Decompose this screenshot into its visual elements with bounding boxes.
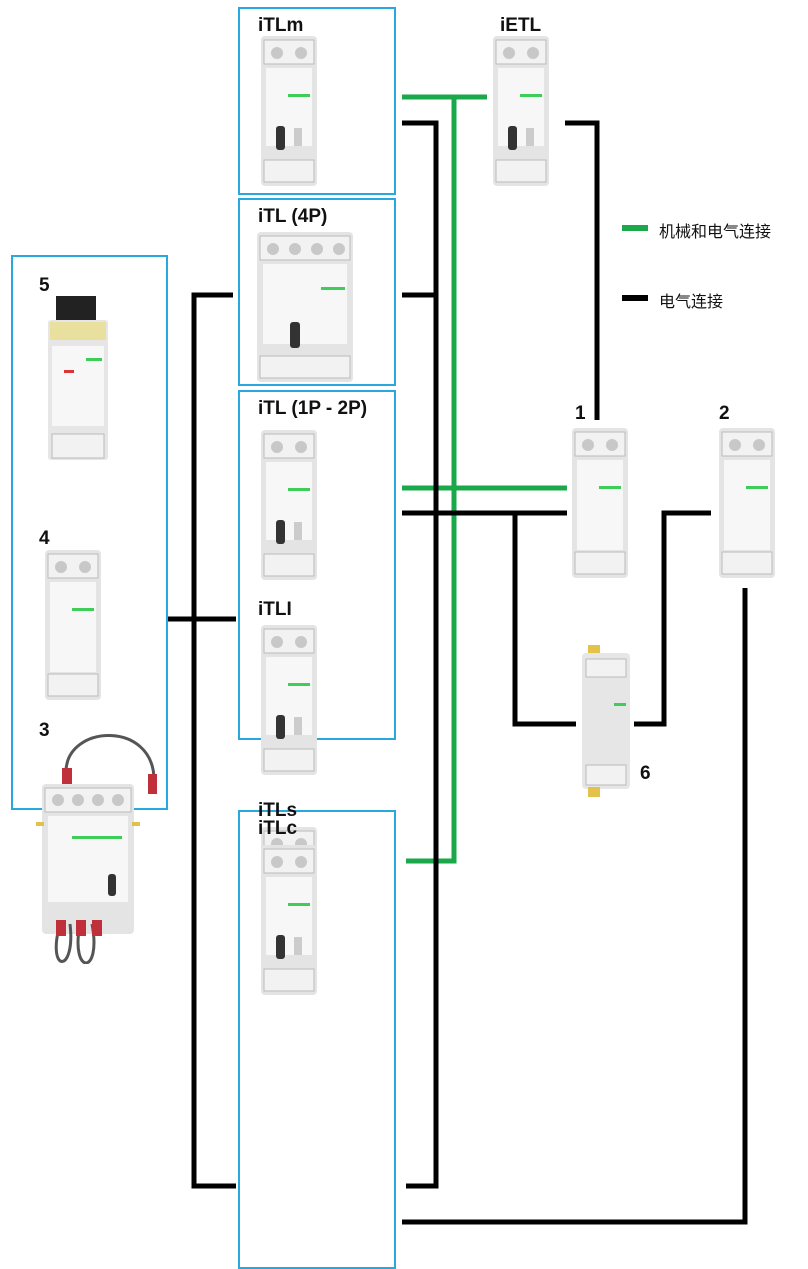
label-number-5: 5: [39, 275, 50, 297]
legend-mech-elec-text: 机械和电气连接: [659, 218, 771, 242]
device-2-image: [716, 428, 778, 578]
label-itli: iTLI: [258, 599, 292, 621]
label-number-6: 6: [640, 763, 651, 785]
device-1-image: [569, 428, 631, 578]
legend-swatch-mech-elec: [622, 222, 648, 234]
label-number-2: 2: [719, 403, 730, 425]
label-ietl: iETL: [500, 15, 541, 37]
label-number-1: 1: [575, 403, 586, 425]
device-3-image: [36, 724, 162, 964]
device-itl4p-image: [255, 232, 355, 382]
green-link-trunk: [406, 97, 454, 861]
legend-elec-text: 电气连接: [659, 288, 723, 312]
device-itl1p2p-image: [258, 430, 320, 580]
label-itlm: iTLm: [258, 15, 303, 37]
label-itl1p2p: iTL (1P - 2P): [258, 398, 367, 420]
black-link-branch-device6: [515, 513, 576, 724]
label-number-3: 3: [39, 720, 50, 742]
device-itli-image: [258, 625, 320, 775]
black-link-itlm-trunk: [402, 123, 436, 1186]
device-5-image: [42, 296, 114, 466]
black-link-ietl-device1: [565, 123, 597, 420]
label-number-4: 4: [39, 528, 50, 550]
device-itlc-image: [258, 845, 320, 995]
black-link-device6-device2: [634, 513, 711, 724]
black-link-aux-bus: [194, 295, 236, 1186]
device-4-image: [42, 550, 104, 700]
device-ietl-image: [490, 36, 552, 186]
label-itl4p: iTL (4P): [258, 206, 327, 228]
label-itlc: iTLc: [258, 818, 297, 840]
legend-swatch-elec: [622, 292, 648, 304]
device-6-image: [578, 645, 634, 797]
device-itlm-image: [258, 36, 320, 186]
